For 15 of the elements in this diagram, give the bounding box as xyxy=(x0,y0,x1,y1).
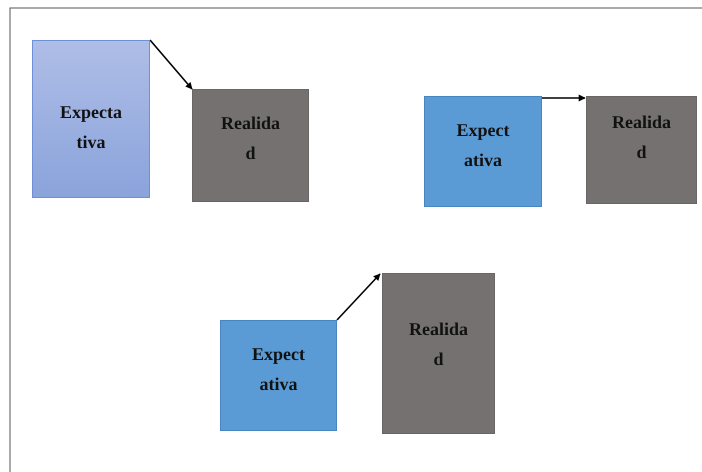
box-label: Realida d xyxy=(220,112,280,165)
process-box xyxy=(220,320,337,431)
process-box xyxy=(424,96,542,207)
box-label: Realida d xyxy=(612,111,671,164)
box-label: Expect ativa xyxy=(252,343,305,396)
arrow xyxy=(542,94,586,102)
box-label: Expect ativa xyxy=(456,119,510,172)
process-box xyxy=(382,273,495,434)
arrow xyxy=(149,39,193,90)
arrow xyxy=(336,273,381,321)
box-label: Expecta tiva xyxy=(60,101,122,154)
process-box xyxy=(192,89,309,202)
box-label: Realida d xyxy=(408,318,468,371)
process-box xyxy=(32,40,150,198)
process-box xyxy=(586,96,697,204)
